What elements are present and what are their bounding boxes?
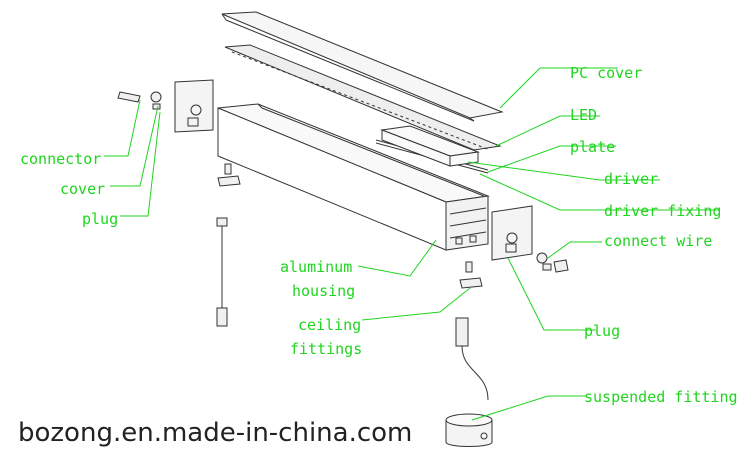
left-end-cap-part — [174, 79, 214, 133]
watermark-text: bozong.en.made-in-china.com — [18, 418, 413, 448]
driver-part — [380, 125, 480, 167]
label-driver-fixing: driver fixing — [604, 202, 722, 220]
ceiling-fitting-right — [459, 261, 483, 289]
leader-lines — [104, 67, 720, 421]
label-led: LED — [570, 106, 598, 124]
label-cover: cover — [60, 180, 106, 198]
label-plate: plate — [570, 138, 616, 156]
left-suspension-wire — [216, 217, 228, 327]
led-strip-part — [224, 44, 502, 151]
right-small-parts — [536, 252, 569, 273]
label-plug-right: plug — [584, 322, 621, 340]
label-pc-cover: PC cover — [570, 64, 643, 82]
pc-cover-part — [221, 11, 504, 122]
label-aluminum: aluminum — [280, 258, 353, 276]
right-end-cap-part — [491, 205, 533, 261]
label-housing: housing — [292, 282, 356, 300]
label-plug-left: plug — [82, 210, 119, 228]
label-ceiling: ceiling — [298, 316, 362, 334]
suspended-fitting-part — [445, 317, 493, 447]
label-connector: connector — [20, 150, 102, 168]
aluminum-housing-part — [217, 103, 490, 251]
label-fittings: fittings — [290, 340, 363, 358]
label-driver: driver — [604, 170, 659, 188]
left-small-parts — [117, 91, 162, 110]
label-suspended-fitting: suspended fitting — [584, 388, 738, 406]
ceiling-fitting-left — [217, 163, 241, 187]
label-connect-wire: connect wire — [604, 232, 713, 250]
